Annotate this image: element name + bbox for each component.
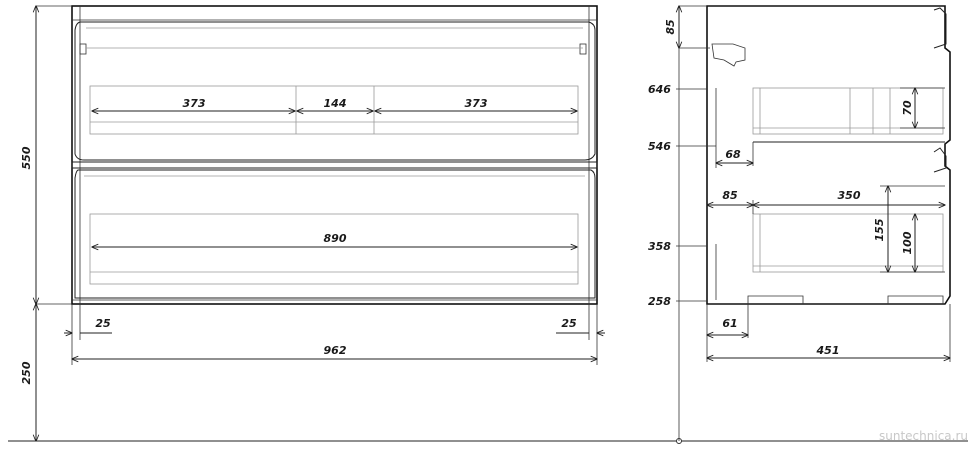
label-inset-68: 68 xyxy=(725,148,741,161)
label-depth-350: 350 xyxy=(838,189,861,202)
label-base-61: 61 xyxy=(722,317,737,330)
label-width-962: 962 xyxy=(324,344,347,357)
label-top-85: 85 xyxy=(664,19,677,35)
bottom-drawer-front xyxy=(74,169,596,299)
label-top-left-373: 373 xyxy=(183,97,206,110)
side-view: 85 646 546 358 258 68 70 85 350 155 100 xyxy=(648,5,951,441)
label-side-left-25: 25 xyxy=(95,317,111,330)
front-view: 550 250 373 144 373 890 25 25 962 xyxy=(20,5,605,441)
label-side-right-25: 25 xyxy=(561,317,577,330)
label-front-155: 155 xyxy=(873,218,886,241)
label-top-right-373: 373 xyxy=(465,97,488,110)
lower-drawer-side xyxy=(752,213,944,273)
label-level-646: 646 xyxy=(648,83,671,96)
watermark: suntechnica.ru xyxy=(879,429,968,443)
label-bottom-890: 890 xyxy=(324,232,347,245)
label-depth-451: 451 xyxy=(816,344,840,357)
label-upper-70: 70 xyxy=(901,100,914,116)
label-height-550: 550 xyxy=(20,146,33,169)
label-level-546: 546 xyxy=(648,140,671,153)
side-cabinet-outline xyxy=(706,5,951,305)
bottom-inner-drawer xyxy=(89,213,579,285)
label-level-358: 358 xyxy=(648,240,671,253)
label-drawer-100: 100 xyxy=(901,231,914,254)
top-drawer-front xyxy=(74,21,596,161)
top-inner-drawer xyxy=(89,85,579,135)
label-level-258: 258 xyxy=(648,295,671,308)
upper-drawer-side xyxy=(752,87,944,135)
front-cabinet-outline xyxy=(71,5,598,305)
label-legs-250: 250 xyxy=(20,361,33,384)
siphon xyxy=(711,43,746,67)
label-lower-inset-85: 85 xyxy=(722,189,738,202)
label-top-mid-144: 144 xyxy=(324,97,347,110)
